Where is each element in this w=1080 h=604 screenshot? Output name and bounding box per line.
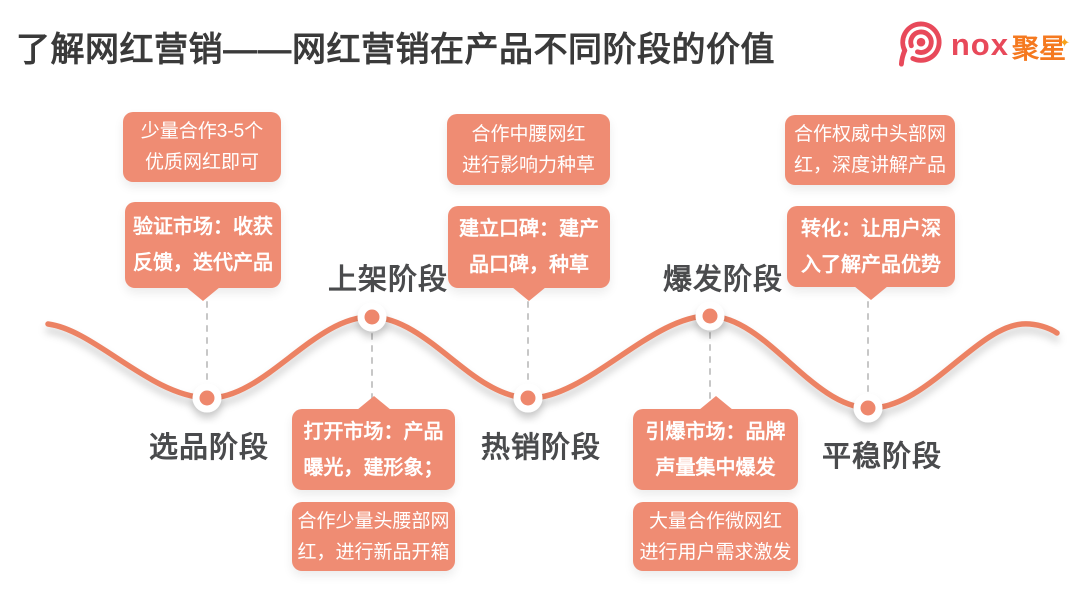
stage-connectors [206,301,869,406]
callout-line: 声量集中爆发 [655,456,776,479]
callout-line: 大量合作微网红 [648,510,782,532]
stage-nodes [192,301,883,423]
callout-line: 少量合作3-5个 [140,121,264,142]
callout-line: 红，深度讲解产品 [793,155,946,176]
callout-line: 验证市场：收获 [133,216,273,238]
callout-line: 打开市场：产品 [303,420,444,443]
callout-line: 反馈，迭代产品 [133,252,273,274]
stage-label-launch: 上架阶段 [328,264,449,296]
callout-burst-tip: 大量合作微网红 进行用户需求激发 [633,502,798,571]
stage-label-stable: 平稳阶段 [822,441,943,473]
callout-select-value: 验证市场：收获 反馈，迭代产品 [125,202,281,288]
sparkle-icon: ✦ [1059,34,1070,50]
callout-launch-tip: 合作少量头腰部网 红，进行新品开箱 [292,502,455,571]
stage-label-burst: 爆发阶段 [663,264,784,296]
callout-line: 建立口碑：建产 [459,218,599,240]
callout-line: 优质网红即可 [144,152,259,173]
callout-line: 红，进行新品开箱 [297,541,450,563]
callout-hot-tip: 合作中腰网红 进行影响力种草 [447,114,610,185]
page-title: 了解网红营销——网红营销在产品不同阶段的价值 [16,31,775,69]
callout-line: 入了解产品优势 [801,253,941,276]
brand-suffix-text: 聚星 [1012,33,1066,64]
callout-line: 合作中腰网红 [471,123,586,145]
callout-launch-value: 打开市场：产品 曝光，建形象； [292,409,455,490]
brand-name: nox [950,27,1009,62]
brand-suffix: 聚星 ✦ [1012,27,1070,66]
callout-line: 品口碑，种草 [469,254,589,276]
callout-line: 曝光，建形象； [303,456,444,479]
callout-line: 进行影响力种草 [461,154,595,176]
callout-line: 合作权威中头部网 [793,124,946,145]
stage-node-launch [357,302,387,332]
callout-line: 进行用户需求激发 [639,541,792,563]
stage-node-select [192,383,222,413]
callout-select-tip: 少量合作3-5个 优质网红即可 [123,112,281,182]
stage-label-select: 选品阶段 [149,432,270,464]
stage-node-stable [853,393,883,423]
callout-stable-tip: 合作权威中头部网 红，深度讲解产品 [785,115,955,185]
callout-stable-value: 转化：让用户深 入了解产品优势 [787,206,955,287]
stage-node-burst [695,301,725,331]
callout-hot-value: 建立口碑：建产 品口碑，种草 [448,206,610,288]
target-spiral-icon [898,21,942,67]
callout-burst-value: 引爆市场：品牌 声量集中爆发 [633,409,798,490]
callout-line: 引爆市场：品牌 [645,420,786,443]
lifecycle-curve [45,313,1060,411]
stage-label-hot: 热销阶段 [481,432,602,464]
callout-line: 合作少量头腰部网 [297,510,450,532]
brand-logo: nox 聚星 ✦ [893,16,1070,74]
callout-line: 转化：让用户深 [801,217,941,240]
stage-node-hot [513,383,543,413]
